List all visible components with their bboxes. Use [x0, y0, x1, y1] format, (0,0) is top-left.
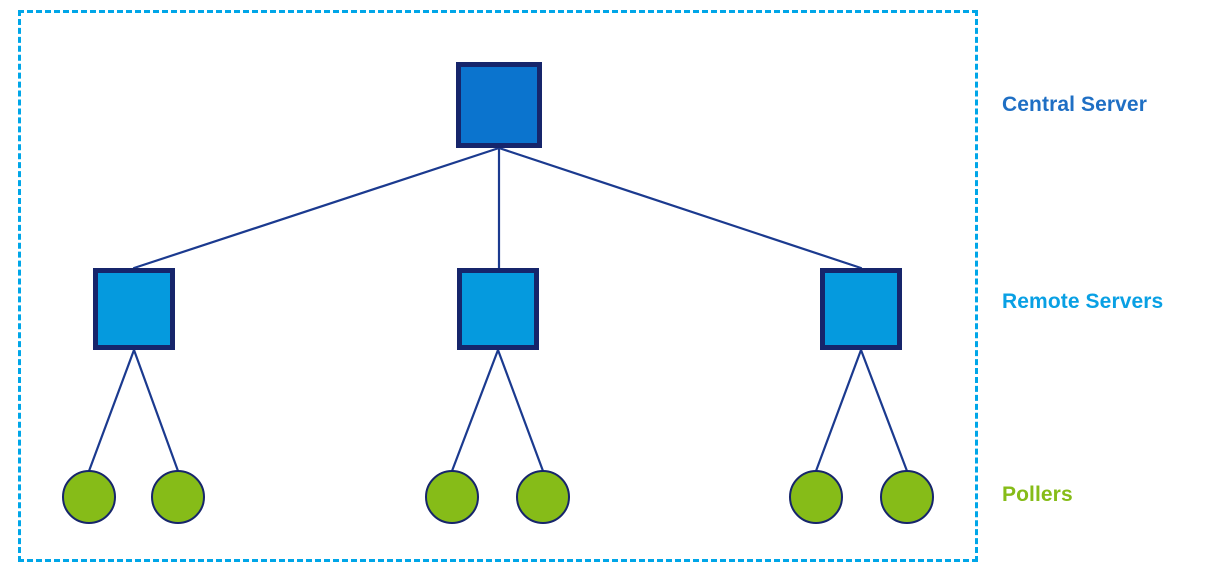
legend-label-central-server: Central Server: [1002, 93, 1147, 116]
poller-node-4[interactable]: [516, 470, 570, 524]
poller-node-2[interactable]: [151, 470, 205, 524]
remote-server-node-1[interactable]: [93, 268, 175, 350]
poller-node-3[interactable]: [425, 470, 479, 524]
remote-server-node-3[interactable]: [820, 268, 902, 350]
legend-label-pollers: Pollers: [1002, 483, 1073, 506]
poller-node-5[interactable]: [789, 470, 843, 524]
central-server-node[interactable]: [456, 62, 542, 148]
deployment-boundary: [18, 10, 978, 562]
legend-label-remote-servers: Remote Servers: [1002, 290, 1164, 313]
poller-node-6[interactable]: [880, 470, 934, 524]
remote-server-node-2[interactable]: [457, 268, 539, 350]
poller-node-1[interactable]: [62, 470, 116, 524]
